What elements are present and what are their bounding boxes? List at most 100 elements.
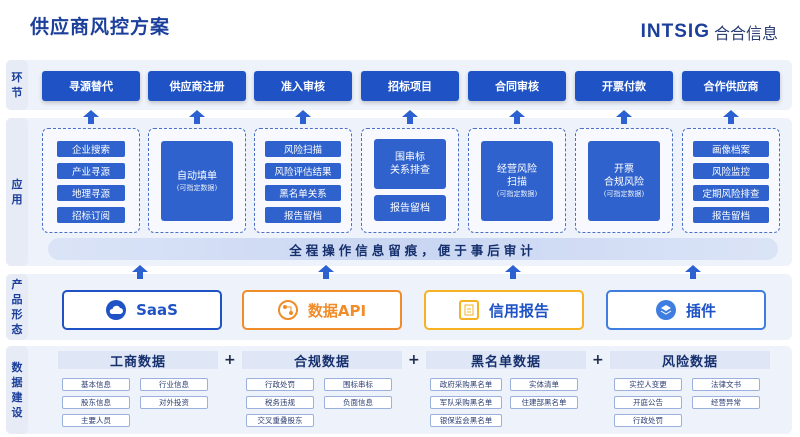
product-label: 插件	[685, 301, 716, 320]
row-label-stage: 环节	[6, 60, 28, 110]
logo-brand: INTSIG	[640, 21, 710, 42]
app-panel-sourcing: 企业搜索 产业寻源 地理寻源 招标订阅	[42, 128, 140, 233]
cloud-icon	[106, 300, 127, 320]
contract-risk-sub: (可指定数据)	[496, 190, 538, 198]
product-saas: SaaS	[62, 290, 222, 330]
up-arrow-icon	[318, 265, 334, 279]
app-item: 定期风险排查	[693, 185, 769, 201]
data-tag: 行政处罚	[614, 414, 682, 427]
stage-bidding: 招标项目	[361, 71, 459, 101]
logo-cn: 合合信息	[713, 24, 778, 43]
app-item: 地理寻源	[57, 185, 125, 201]
row-label-char: 用	[11, 193, 23, 206]
app-item: 报告留档	[693, 207, 769, 223]
layers-icon	[655, 300, 676, 320]
page-title: 供应商风控方案	[30, 16, 171, 38]
stage-partner: 合作供应商	[682, 71, 780, 101]
plus-sign: +	[408, 352, 420, 368]
app-item: 风险扫描	[265, 141, 341, 157]
up-arrow-icon	[402, 110, 418, 124]
report-icon	[458, 300, 479, 320]
data-tag: 经营异常	[692, 396, 760, 409]
bidding-report-box: 报告留档	[374, 195, 446, 221]
row-label-char: 形	[11, 308, 23, 321]
data-tag: 对外投资	[140, 396, 208, 409]
data-tag: 银保监会黑名单	[430, 414, 502, 427]
app-panel-contract: 经营风险 扫描 (可指定数据)	[468, 128, 566, 233]
app-panel-partner: 画像档案 风险监控 定期风险排查 报告留档	[682, 128, 780, 233]
collusion-label: 围串标 关系排查	[390, 152, 430, 176]
data-tag: 政府采购黑名单	[430, 378, 502, 391]
row-label-char: 品	[11, 293, 23, 306]
row-label-app: 应用	[6, 118, 28, 266]
data-tag: 基本信息	[62, 378, 130, 391]
brand-logo: INTSIG 合合信息	[641, 20, 778, 44]
row-label-char: 设	[11, 406, 23, 419]
auto-fill-box: 自动填单 (可指定数据)	[161, 141, 233, 221]
app-item: 报告留档	[265, 207, 341, 223]
data-group-title: 工商数据	[58, 351, 218, 370]
data-tag: 行政处罚	[246, 378, 314, 391]
product-report: 信用报告	[424, 290, 584, 330]
row-label-char: 据	[11, 376, 23, 389]
auto-fill-label: 自动填单	[177, 170, 217, 182]
up-arrow-icon	[509, 110, 525, 124]
product-label: SaaS	[136, 301, 178, 319]
data-tag: 负面信息	[324, 396, 392, 409]
data-tag: 实体清单	[510, 378, 578, 391]
data-tag: 股东信息	[62, 396, 130, 409]
up-arrow-icon	[685, 265, 701, 279]
data-tag: 住建部黑名单	[510, 396, 578, 409]
data-tag: 开庭公告	[614, 396, 682, 409]
up-arrow-icon	[723, 110, 739, 124]
app-item: 招标订阅	[57, 207, 125, 223]
data-tag: 税务违规	[246, 396, 314, 409]
up-arrow-icon	[132, 265, 148, 279]
product-plugin: 插件	[606, 290, 766, 330]
app-panel-bidding: 围串标 关系排查 报告留档	[361, 128, 459, 233]
row-label-char: 节	[11, 86, 23, 99]
row-label-char: 态	[11, 323, 23, 336]
data-group-title: 黑名单数据	[426, 351, 586, 370]
up-arrow-icon	[616, 110, 632, 124]
product-label: 数据API	[307, 301, 367, 320]
api-icon	[277, 300, 298, 320]
app-item: 风险监控	[693, 163, 769, 179]
data-tag: 交叉重叠股东	[246, 414, 314, 427]
invoice-risk-sub: (可指定数据)	[603, 190, 645, 198]
stage-payment: 开票付款	[575, 71, 673, 101]
auto-fill-sub: (可指定数据)	[176, 183, 218, 192]
data-tag: 实控人变更	[614, 378, 682, 391]
row-label-char: 数	[11, 361, 23, 374]
plus-sign: +	[592, 352, 604, 368]
row-label-char: 应	[11, 178, 23, 191]
up-arrow-icon	[295, 110, 311, 124]
data-tag: 军队采购黑名单	[430, 396, 502, 409]
app-item: 画像档案	[693, 141, 769, 157]
stage-contract: 合同审核	[468, 71, 566, 101]
audit-banner: 全程操作信息留痕，便于事后审计	[48, 238, 778, 260]
app-item: 风险评估结果	[265, 163, 341, 179]
row-label-char: 建	[11, 391, 23, 404]
app-panel-admission: 风险扫描 风险评估结果 黑名单关系 报告留档	[254, 128, 352, 233]
product-label: 信用报告	[488, 301, 549, 320]
stage-sourcing: 寻源替代	[42, 71, 140, 101]
row-label-data: 数据建设	[6, 346, 28, 434]
up-arrow-icon	[505, 265, 521, 279]
invoice-risk-box: 开票 合规风险 (可指定数据)	[588, 141, 660, 221]
bidding-report-label: 报告留档	[390, 202, 430, 214]
stage-register: 供应商注册	[148, 71, 246, 101]
stage-admission: 准入审核	[254, 71, 352, 101]
row-label-char: 环	[11, 71, 23, 84]
app-panel-register: 自动填单 (可指定数据)	[148, 128, 246, 233]
app-panel-payment: 开票 合规风险 (可指定数据)	[575, 128, 673, 233]
app-item: 企业搜索	[57, 141, 125, 157]
contract-risk-label: 经营风险 扫描	[497, 164, 537, 188]
collusion-box: 围串标 关系排查	[374, 139, 446, 189]
data-group-title: 风险数据	[610, 351, 770, 370]
up-arrow-icon	[189, 110, 205, 124]
data-tag: 法律文书	[692, 378, 760, 391]
contract-risk-box: 经营风险 扫描 (可指定数据)	[481, 141, 553, 221]
data-tag: 行业信息	[140, 378, 208, 391]
data-tag: 围标串标	[324, 378, 392, 391]
